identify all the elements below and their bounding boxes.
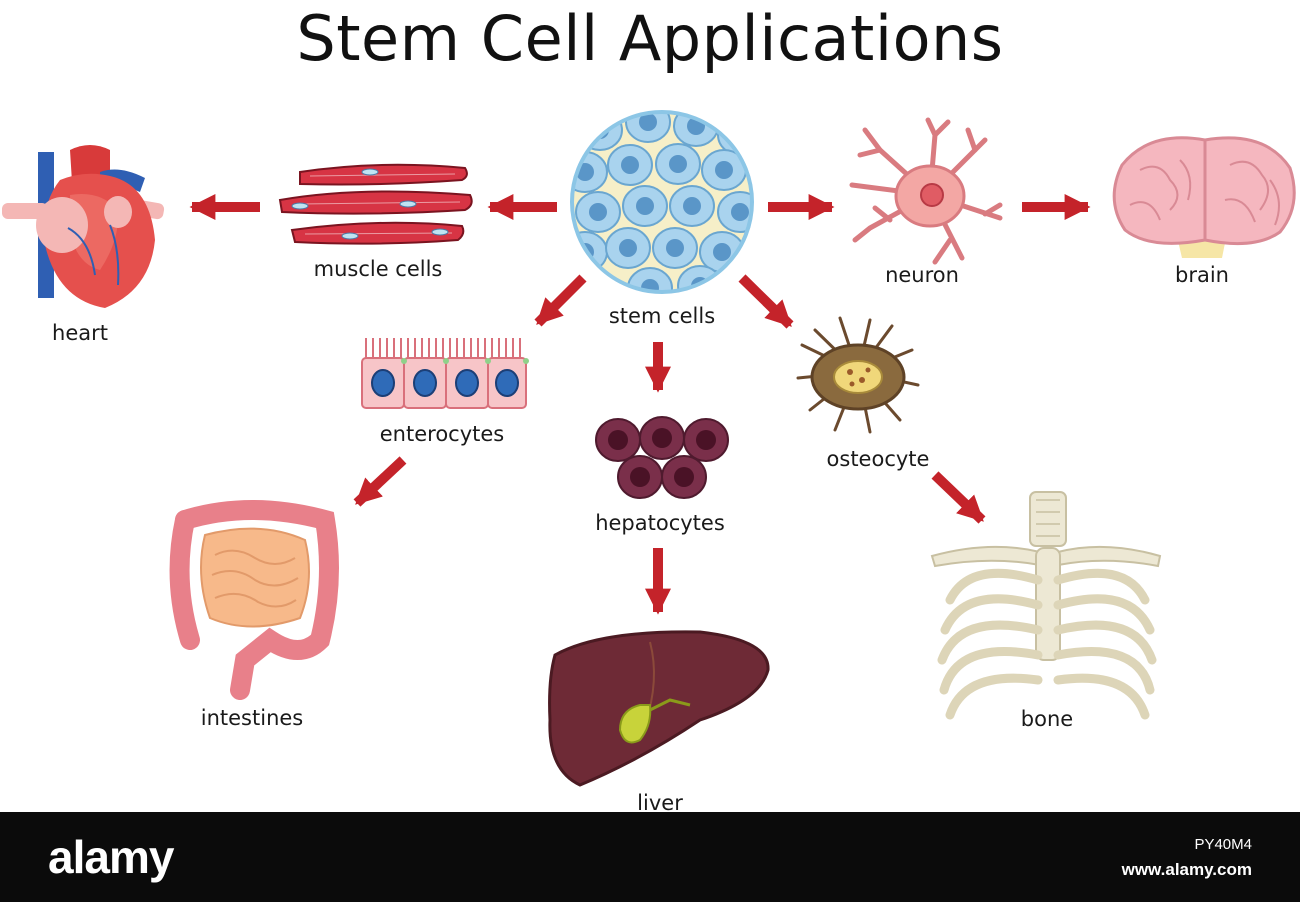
label-hepatocytes: hepatocytes [595,511,725,535]
osteocyte-illustration [796,316,920,434]
watermark-bar: alamy PY40M4 www.alamy.com [0,812,1300,902]
brain-illustration [1112,136,1296,258]
label-liver: liver [637,791,683,815]
label-osteocyte: osteocyte [826,447,930,471]
label-enterocytes: enterocytes [379,422,505,446]
enterocytes-illustration [361,338,529,409]
label-stem-cells: stem cells [608,304,716,328]
neuron-body [894,164,966,228]
stem-cells-illustration [570,110,754,294]
intestines-illustration [169,500,339,700]
site-url: www.alamy.com [1121,860,1252,879]
diagram-canvas: Stem Cell Applications stem cells muscle… [2,2,1296,815]
neuron-illustration [849,117,1003,265]
heart-illustration [2,145,165,308]
page-title: Stem Cell Applications [296,2,1004,75]
brand-logo: alamy [48,831,174,883]
label-heart: heart [52,321,108,345]
label-bone: bone [1020,707,1074,731]
arrows [189,194,1091,615]
hepatocytes-nuclei [608,428,716,487]
muscle-cells-illustration [278,163,473,245]
label-intestines: intestines [200,706,304,730]
label-brain: brain [1175,263,1229,287]
label-muscle-cells: muscle cells [313,257,443,281]
image-id: PY40M4 [1194,836,1252,853]
bone-illustration [930,491,1162,720]
label-neuron: neuron [885,263,959,287]
diagram-graphics [2,110,1296,787]
liver-illustration [548,630,770,787]
